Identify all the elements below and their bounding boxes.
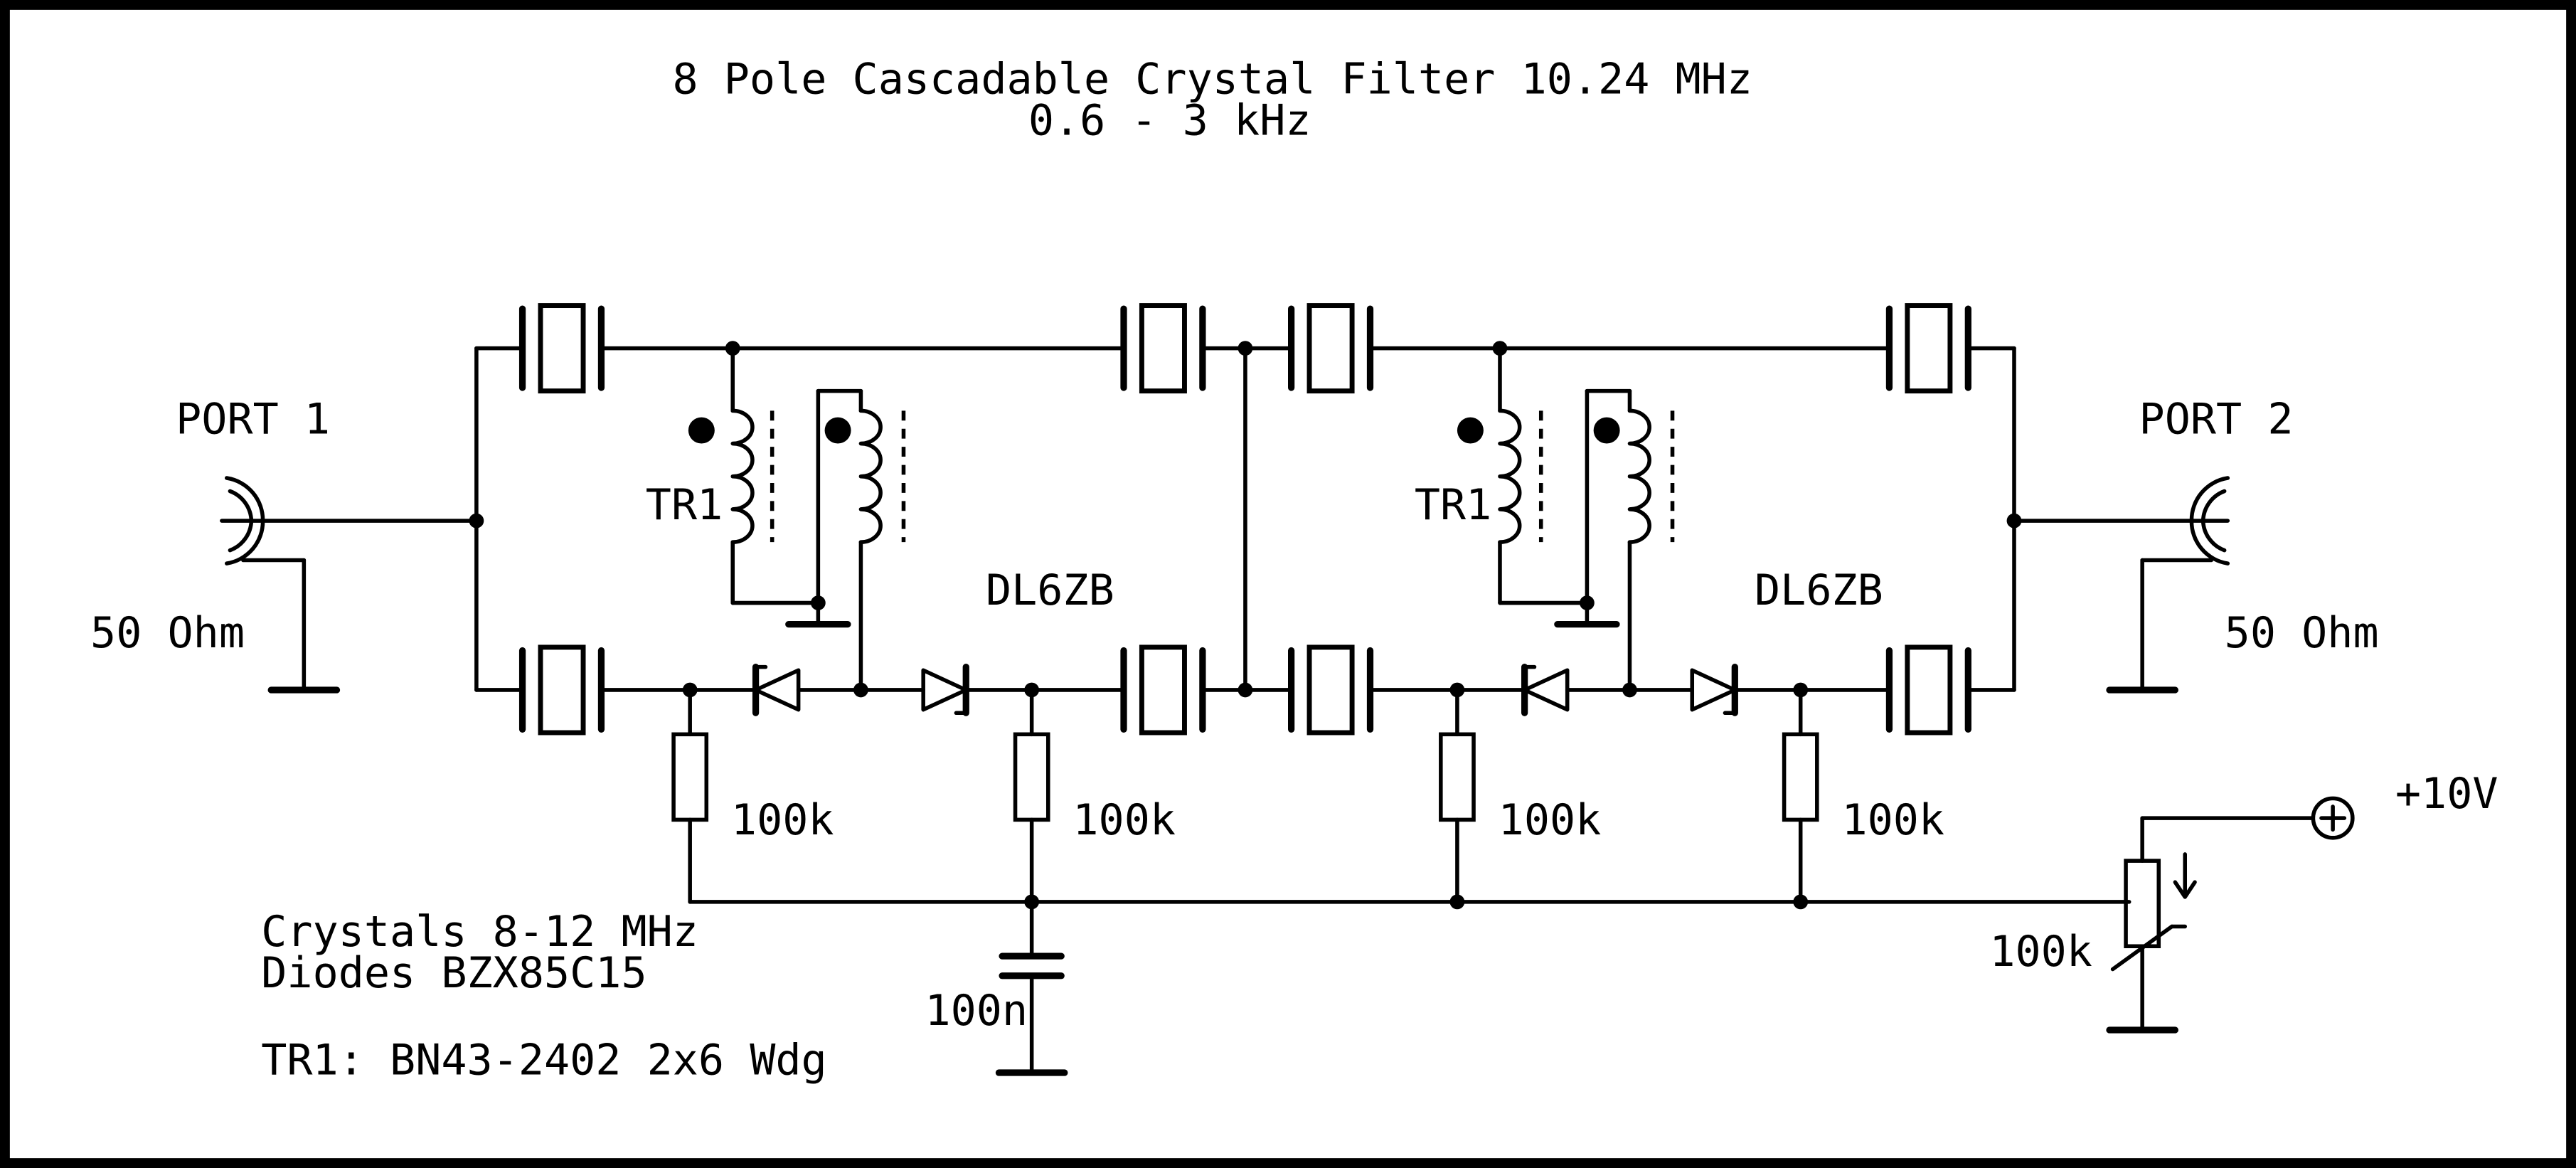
capacitor [995,900,1068,1076]
title-line-2: 0.6 - 3 kHz [1028,95,1311,145]
designator-label: DL6ZB [1755,566,1883,615]
crystal [1288,303,1374,394]
junction-dot [1793,894,1809,910]
port-2-connector [2012,476,2230,694]
transformer-tr1 [688,346,906,692]
supply-label: +10V [2395,769,2498,819]
note-transformer: TR1: BN43-2402 2x6 Wdg [261,1035,826,1085]
resistor [1782,732,1819,822]
transformer-tr1 [1457,346,1675,692]
title-line-1: 8 Pole Cascadable Crystal Filter 10.24 M… [672,55,1752,105]
zener-diode [1521,664,1570,716]
zener-diode [752,664,801,716]
crystal [518,644,605,736]
phase-dot [1593,417,1620,444]
resistor [1439,732,1476,822]
junction-dot [1238,341,1253,356]
resistor-value: 100k [1841,795,1944,845]
port-2-impedance: 50 Ohm [2225,608,2379,658]
crystal [518,303,605,394]
resistor-value: 100k [731,795,834,845]
junction-dot [1238,682,1253,698]
crystal [1120,303,1206,394]
port-2-label: PORT 2 [2139,395,2294,445]
port-1-connector [220,476,479,694]
junction-dot [1449,894,1465,910]
transformer-label: TR1 [646,480,723,530]
resistor [671,732,709,822]
phase-dot [824,417,851,444]
designator-label: DL6ZB [986,566,1114,615]
potentiometer [2106,816,2314,1034]
crystal [1885,303,1971,394]
crystal [1288,644,1374,736]
transformer-label: TR1 [1415,480,1491,530]
port-1-label: PORT 1 [176,395,330,445]
junction-dot [469,513,484,529]
zener-diode [921,664,969,716]
resistor-value: 100k [1499,795,1602,845]
note-crystals: Crystals 8-12 MHz [261,907,698,957]
zener-diode [1690,664,1738,716]
resistor [1013,732,1050,822]
phase-dot [1457,417,1484,444]
supply-terminal [2311,796,2355,840]
note-diodes: Diodes BZX85C15 [261,948,646,998]
crystal [1885,644,1971,736]
resistor-value: 100k [1073,795,1176,845]
capacitor-value: 100n [925,986,1028,1036]
phase-dot [688,417,715,444]
port-1-impedance: 50 Ohm [90,608,245,658]
potentiometer-value: 100k [1989,927,2092,977]
crystal [1120,644,1206,736]
